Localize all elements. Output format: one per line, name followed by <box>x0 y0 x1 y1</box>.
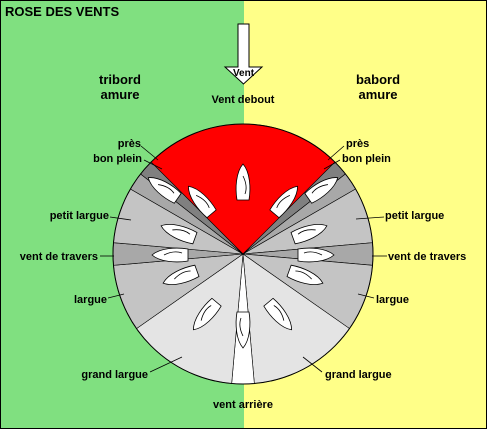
boat-port-grand-largue-icon <box>263 297 292 331</box>
dead-run-label: vent arrière <box>213 399 273 411</box>
wind-arrow-icon <box>223 23 264 85</box>
diagram-title: ROSE DES VENTS <box>5 4 119 19</box>
wind-rose-outline <box>112 123 374 385</box>
label-leader-lines <box>100 145 387 373</box>
starboard-pres-label: près <box>118 138 141 150</box>
port-vent-de-travers-label: vent de travers <box>388 251 466 263</box>
boat-port-largue-icon <box>286 264 324 285</box>
boat-dead-run-icon <box>235 311 251 349</box>
starboard-bon-plein-label: bon plein <box>93 153 142 165</box>
boat-port-close-hauled-icon <box>269 185 298 219</box>
boat-starboard-travers-icon <box>151 247 189 263</box>
boat-port-petit-largue-icon <box>290 224 328 245</box>
head-wind-label: Vent debout <box>212 94 275 106</box>
wind-arrow-label: Vent <box>233 68 255 79</box>
port-tack-label-line2: amure <box>358 87 397 102</box>
wind-rose-sectors <box>112 123 374 385</box>
port-tack-label-line1: babord <box>356 72 400 87</box>
boat-starboard-close-hauled-icon <box>188 185 217 219</box>
port-petit-largue-label: petit largue <box>385 210 444 222</box>
boat-port-pres-icon <box>304 177 339 204</box>
boat-starboard-pres-icon <box>147 177 182 204</box>
starboard-petit-largue-label: petit largue <box>50 210 109 222</box>
starboard-tack-label-line2: amure <box>100 87 139 102</box>
port-grand-largue-label: grand largue <box>325 369 392 381</box>
boat-silhouettes <box>147 163 339 349</box>
boat-starboard-grand-largue-icon <box>193 297 222 331</box>
starboard-tack-label-line1: tribord <box>99 72 141 87</box>
boat-starboard-petit-largue-icon <box>160 224 198 245</box>
port-bon-plein-label: bon plein <box>342 153 391 165</box>
port-pres-label: près <box>346 138 369 150</box>
boat-port-travers-icon <box>297 247 335 263</box>
starboard-grand-largue-label: grand largue <box>81 369 148 381</box>
boat-starboard-largue-icon <box>162 264 200 285</box>
starboard-vent-de-travers-label: vent de travers <box>20 251 98 263</box>
boat-head-to-wind-icon <box>235 163 251 201</box>
port-largue-label: largue <box>376 294 409 306</box>
starboard-largue-label: largue <box>74 294 107 306</box>
